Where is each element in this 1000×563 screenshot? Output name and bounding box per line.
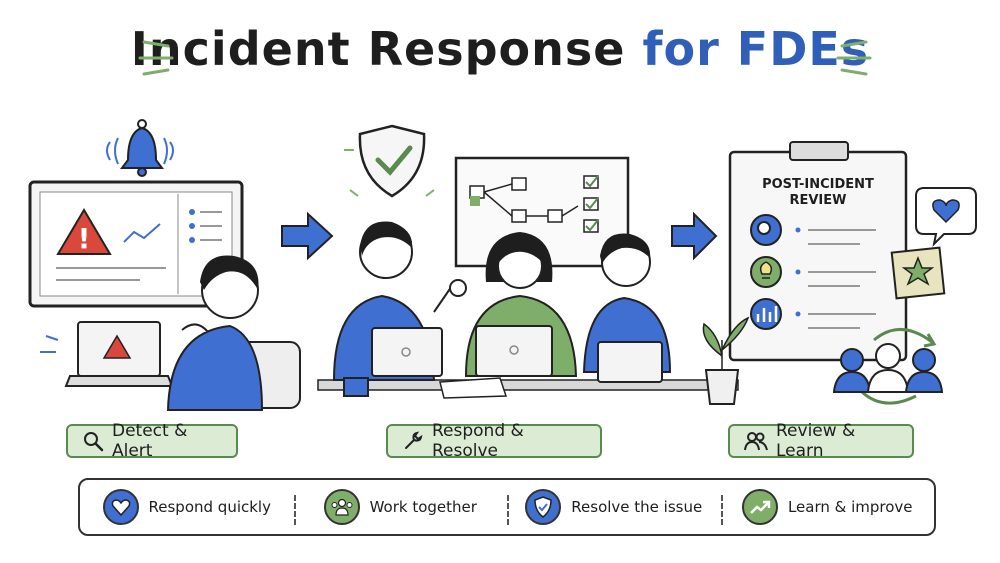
magnifier-icon bbox=[84, 432, 104, 452]
value-label: Work together bbox=[369, 498, 477, 516]
heart-icon bbox=[102, 489, 139, 525]
team-icon bbox=[323, 489, 360, 525]
arrow-right-icon bbox=[281, 211, 334, 261]
clipboard: POST-INCIDENT REVIEW bbox=[728, 141, 908, 362]
clipboard-title-1: POST-INCIDENT bbox=[762, 177, 874, 192]
value-label: Resolve the issue bbox=[571, 498, 703, 516]
arrow-right-icon bbox=[671, 211, 718, 261]
values-bar: Respond quickly Work together Resolve th… bbox=[78, 478, 936, 536]
stage-respond-resolve: Respond & Resolve bbox=[386, 421, 602, 461]
value-work-together: Work together bbox=[293, 489, 508, 525]
monitor: ! bbox=[28, 180, 244, 308]
stage-detect-alert: Detect & Alert bbox=[66, 421, 238, 461]
trend-up-icon bbox=[741, 489, 778, 525]
review-team-icon bbox=[832, 328, 944, 405]
page-title: Incident Response for FDEs bbox=[0, 22, 1000, 76]
value-label: Respond quickly bbox=[148, 498, 271, 516]
value-resolve-issue: Resolve the issue bbox=[507, 489, 721, 525]
title-deco-right bbox=[836, 40, 872, 76]
heart-speech-bubble-icon bbox=[915, 187, 977, 248]
shield-check-icon bbox=[344, 124, 435, 198]
svg-text:!: ! bbox=[78, 222, 91, 255]
title-main: Incident Response bbox=[130, 22, 626, 76]
stage-label-text: Review & Learn bbox=[776, 421, 856, 461]
value-respond-quickly: Respond quickly bbox=[80, 489, 294, 525]
laptop-alert bbox=[40, 321, 174, 387]
title-accent: for FDEs bbox=[642, 22, 870, 76]
stage-label-text: Respond & Resolve bbox=[432, 421, 524, 461]
bell-icon bbox=[106, 119, 174, 177]
sticky-note-star-icon bbox=[890, 246, 946, 300]
stage-label-text: Detect & Alert bbox=[112, 421, 188, 461]
team-meeting bbox=[317, 221, 739, 399]
people-icon bbox=[744, 432, 768, 451]
stage-review-learn: Review & Learn bbox=[728, 421, 914, 461]
engineer-1 bbox=[166, 255, 301, 411]
value-learn-improve: Learn & improve bbox=[720, 489, 935, 525]
scene-illustration: ! bbox=[28, 119, 977, 411]
wrench-icon bbox=[405, 431, 423, 449]
title-deco-left bbox=[138, 40, 174, 76]
clipboard-title-2: REVIEW bbox=[789, 193, 846, 208]
shield-check-icon bbox=[525, 489, 562, 525]
value-label: Learn & improve bbox=[787, 498, 913, 516]
plant bbox=[702, 316, 750, 405]
